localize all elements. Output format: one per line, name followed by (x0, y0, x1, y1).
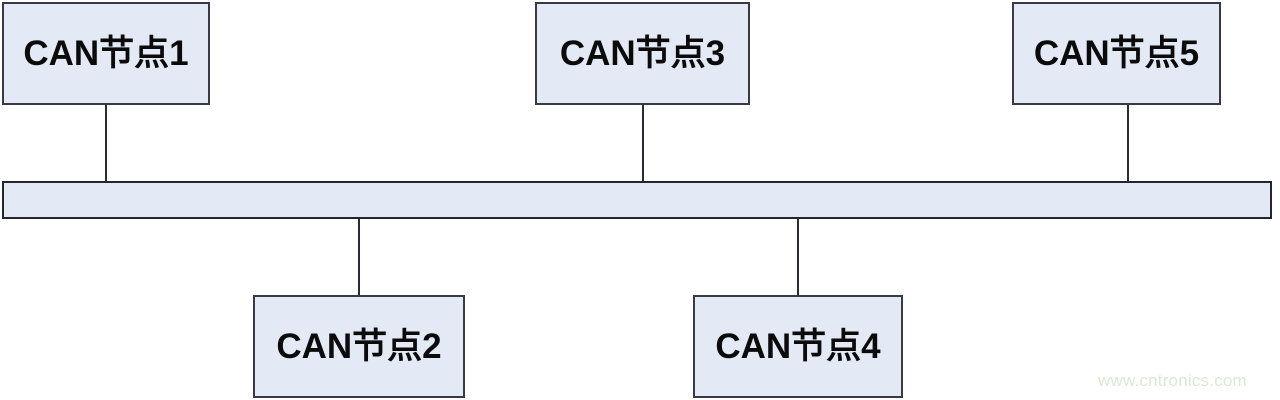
can-bus-line[interactable] (2, 181, 1272, 219)
can-node-2-label: CAN节点2 (276, 327, 442, 366)
connector-node-3-to-bus (642, 105, 644, 182)
can-node-3-box[interactable]: CAN节点3 (535, 2, 750, 105)
connector-node-1-to-bus (105, 105, 107, 182)
can-node-3-label: CAN节点3 (559, 34, 726, 73)
can-node-5-label: CAN节点5 (1033, 34, 1200, 73)
can-node-4-box[interactable]: CAN节点4 (693, 295, 903, 398)
can-node-4-label: CAN节点4 (715, 327, 881, 366)
connector-node-5-to-bus (1127, 105, 1129, 182)
can-node-1-label: CAN节点1 (23, 34, 189, 73)
can-node-2-box[interactable]: CAN节点2 (253, 295, 465, 398)
can-node-5-box[interactable]: CAN节点5 (1012, 2, 1221, 105)
connector-bus-to-node-2 (358, 218, 360, 296)
site-watermark: www.cntronics.com (1098, 371, 1247, 390)
connector-bus-to-node-4 (797, 218, 799, 296)
can-node-1-box[interactable]: CAN节点1 (2, 2, 210, 105)
